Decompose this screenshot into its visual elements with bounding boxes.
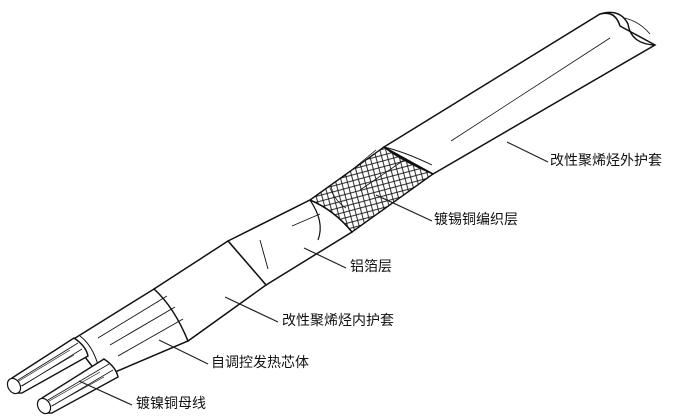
inner-jacket-label: 改性聚烯烃内护套 — [282, 313, 394, 329]
heating-core — [70, 288, 189, 379]
outer-jacket-label: 改性聚烯烃外护套 — [550, 153, 662, 169]
bus-wire-left — [6, 337, 89, 395]
bus-wire-label: 镀镍铜母线 — [136, 396, 206, 412]
outer-jacket — [382, 11, 657, 175]
bus-wire-right — [36, 358, 119, 415]
core-label: 自调控发热芯体 — [211, 355, 309, 371]
braid-layer — [308, 146, 435, 233]
foil-label: 铝箔层 — [350, 259, 392, 275]
leader-lines — [78, 141, 549, 406]
braid-label: 镀锡铜编织层 — [434, 212, 518, 228]
